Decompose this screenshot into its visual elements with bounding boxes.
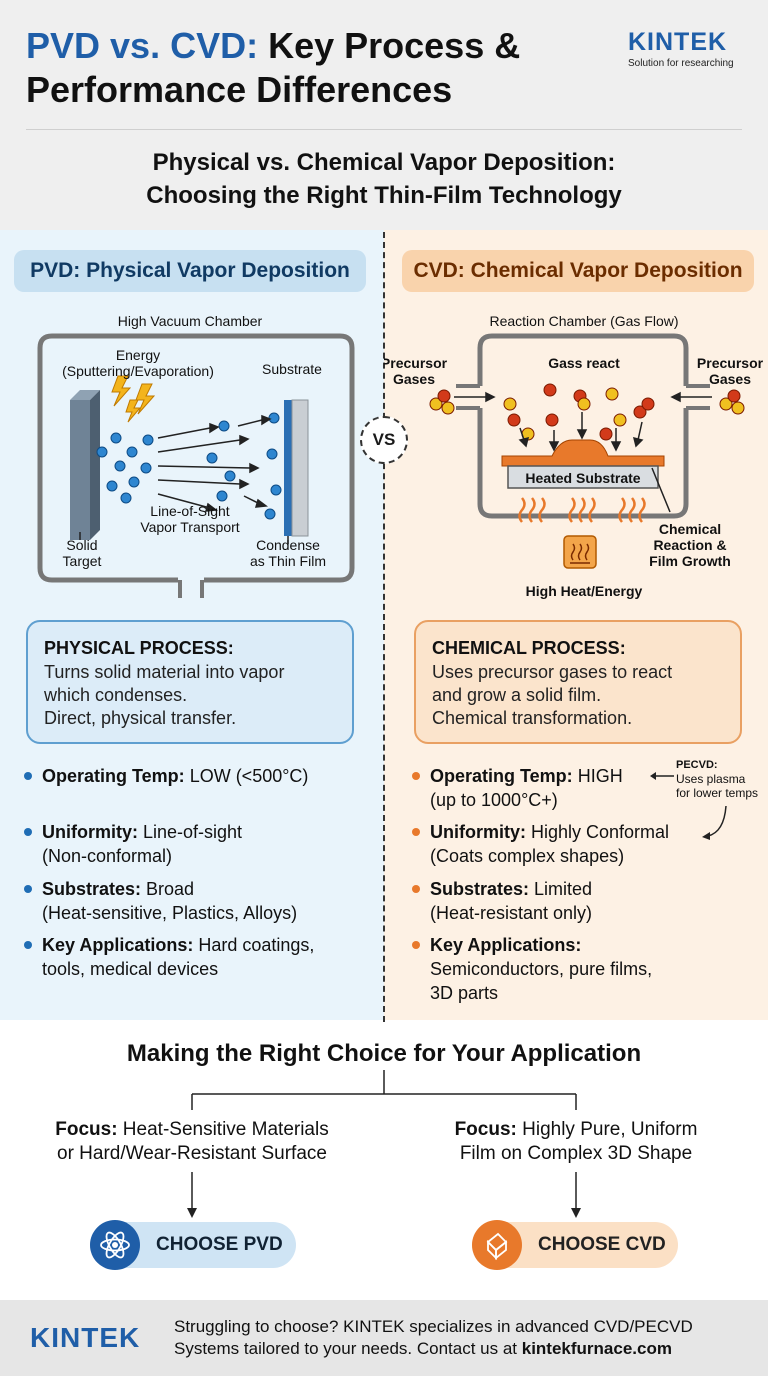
svg-text:Substrate: Substrate (262, 361, 322, 377)
gas-inflow-arrows (454, 391, 712, 403)
solid-target (70, 390, 100, 540)
heat-icon (563, 535, 597, 569)
page-subtitle: Physical vs. Chemical Vapor Deposition: … (146, 149, 622, 209)
pvd-focus: Focus: Heat-Sensitive Materials or Hard/… (55, 1119, 329, 1164)
chip-icon (472, 1220, 522, 1270)
list-item: Substrates: Broad (Heat-sensitive, Plast… (24, 877, 372, 925)
film-growth (501, 439, 665, 467)
svg-text:High Heat/Energy: High Heat/Energy (526, 583, 643, 599)
cvd-chamber-bottom (477, 408, 689, 519)
center-divider (383, 232, 385, 1022)
choose-cvd-button[interactable]: CHOOSE CVD (472, 1220, 678, 1270)
bullet-icon (412, 885, 420, 893)
atom-icon (90, 1220, 140, 1270)
cvd-chamber-top (477, 333, 689, 386)
svg-text:Target: Target (63, 553, 102, 569)
svg-text:Line-of-Sight: Line-of-Sight (150, 503, 229, 519)
pecvd-arrows (650, 772, 727, 840)
bullet-icon (24, 885, 32, 893)
choose-pvd-button[interactable]: CHOOSE PVD (90, 1220, 296, 1270)
substrate (291, 399, 309, 537)
svg-text:Condense: Condense (256, 537, 320, 553)
choice-title: Making the Right Choice for Your Applica… (126, 1040, 642, 1067)
footer: KINTEK Struggling to choose? KINTEK spec… (0, 1300, 768, 1376)
cvd-process-box: CHEMICAL PROCESS: Uses precursor gases t… (414, 620, 742, 744)
heated-substrate (507, 465, 659, 489)
svg-text:Precursor: Precursor (697, 355, 764, 371)
pvd-diagram: High Vacuum Chamber Energy (Sputtering/E… (37, 313, 355, 598)
svg-text:Film Growth: Film Growth (649, 553, 731, 569)
pecvd-note: PECVD: Uses plasma for lower temps (676, 759, 759, 800)
svg-text:Precursor: Precursor (384, 355, 448, 371)
bullet-icon (24, 828, 32, 836)
pvd-process-box: PHYSICAL PROCESS: Turns solid material i… (26, 620, 354, 744)
logo-tagline: Solution for researching (628, 58, 734, 69)
svg-text:Solid: Solid (66, 537, 97, 553)
bullet-icon (24, 772, 32, 780)
heat-waves (518, 497, 646, 523)
footer-text: Struggling to choose? KINTEK specializes… (174, 1317, 693, 1358)
bullet-icon (24, 941, 32, 949)
list-item: Operating Temp: LOW (<500°C) (24, 764, 372, 788)
lightning-icon (111, 375, 156, 423)
list-item: Uniformity: Line-of-sight (Non-conformal… (24, 820, 372, 868)
svg-text:Reaction &: Reaction & (653, 537, 726, 553)
svg-text:Vapor Transport: Vapor Transport (140, 519, 239, 535)
pvd-chamber-label: High Vacuum Chamber (118, 313, 263, 329)
bullet-icon (412, 941, 420, 949)
svg-text:Gases: Gases (393, 371, 435, 387)
svg-text:Chemical: Chemical (659, 521, 721, 537)
vapor-arrows (157, 414, 272, 512)
svg-text:(Sputtering/Evaporation): (Sputtering/Evaporation) (62, 363, 214, 379)
cvd-heading: CVD: Chemical Vapor Deposition (402, 250, 754, 292)
kintek-logo[interactable]: KINTEK Solution for researching (628, 28, 758, 69)
substrate-film (284, 400, 292, 536)
svg-text:Gases: Gases (709, 371, 751, 387)
gas-molecules (429, 383, 745, 441)
footer-link[interactable]: kintekfurnace.com (521, 1339, 672, 1358)
page-title: PVD vs. CVD: Key Process & Performance D… (26, 25, 521, 110)
logo-name: KINTEK (628, 28, 728, 56)
pvd-heading: PVD: Physical Vapor Deposition (14, 250, 366, 292)
svg-text:Energy: Energy (116, 347, 160, 363)
list-item: Key Applications: Hard coatings, tools, … (24, 933, 372, 981)
bullet-icon (412, 828, 420, 836)
cvd-focus: Focus: Highly Pure, Uniform Film on Comp… (454, 1119, 698, 1164)
list-item: Uniformity: Highly Conformal (Coats comp… (412, 820, 760, 868)
header-divider (26, 129, 742, 130)
bullet-icon (412, 772, 420, 780)
vs-badge: VS (360, 416, 408, 464)
vapor-particles (96, 412, 282, 520)
pvd-chamber-wall (37, 333, 355, 583)
svg-text:Gass react: Gass react (548, 355, 620, 371)
list-item: Substrates: Limited (Heat-resistant only… (412, 877, 760, 925)
decision-tree (187, 1070, 581, 1218)
list-item: Operating Temp: HIGH (up to 1000°C+) (412, 764, 760, 812)
svg-text:as Thin Film: as Thin Film (250, 553, 326, 569)
reaction-arrows (518, 412, 644, 452)
cvd-diagram: Reaction Chamber (Gas Flow) Precursor Ga… (384, 313, 764, 599)
header: PVD vs. CVD: Key Process & Performance D… (0, 0, 768, 230)
svg-text:Heated Substrate: Heated Substrate (525, 470, 640, 486)
cvd-chamber-label: Reaction Chamber (Gas Flow) (489, 313, 678, 329)
footer-logo[interactable]: KINTEK (30, 1322, 141, 1353)
list-item: Key Applications: Semiconductors, pure f… (412, 933, 760, 1005)
